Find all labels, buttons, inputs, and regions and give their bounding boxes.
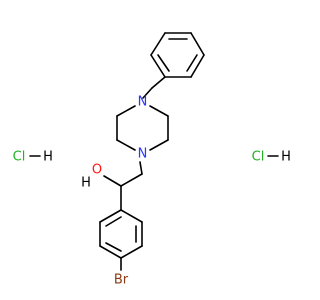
benzyl-ch2-bond (142, 76, 166, 99)
hcl-left-h-label: H (43, 150, 53, 165)
benzyl-phenyl-ring (150, 32, 205, 78)
piperazine-ring (116, 105, 169, 151)
nitrogen-top-label: N (138, 95, 148, 110)
bromophenyl-ring (99, 209, 143, 259)
bromine-label: Br (114, 273, 129, 288)
hcl-left-cl-label: Cl (13, 150, 26, 165)
hydroxyl-h-label: H (81, 176, 91, 191)
nitrogen-bottom-label: N (138, 147, 148, 162)
hydroxyl-bond (103, 175, 122, 187)
ethyl-linker (120, 161, 143, 187)
hcl-right-h-label: H (281, 150, 291, 165)
hydroxyl-o-label: O (92, 163, 102, 178)
hcl-right-cl-label: Cl (252, 150, 265, 165)
molecule-structure: N N H O Br Cl H Cl H (13, 32, 291, 288)
